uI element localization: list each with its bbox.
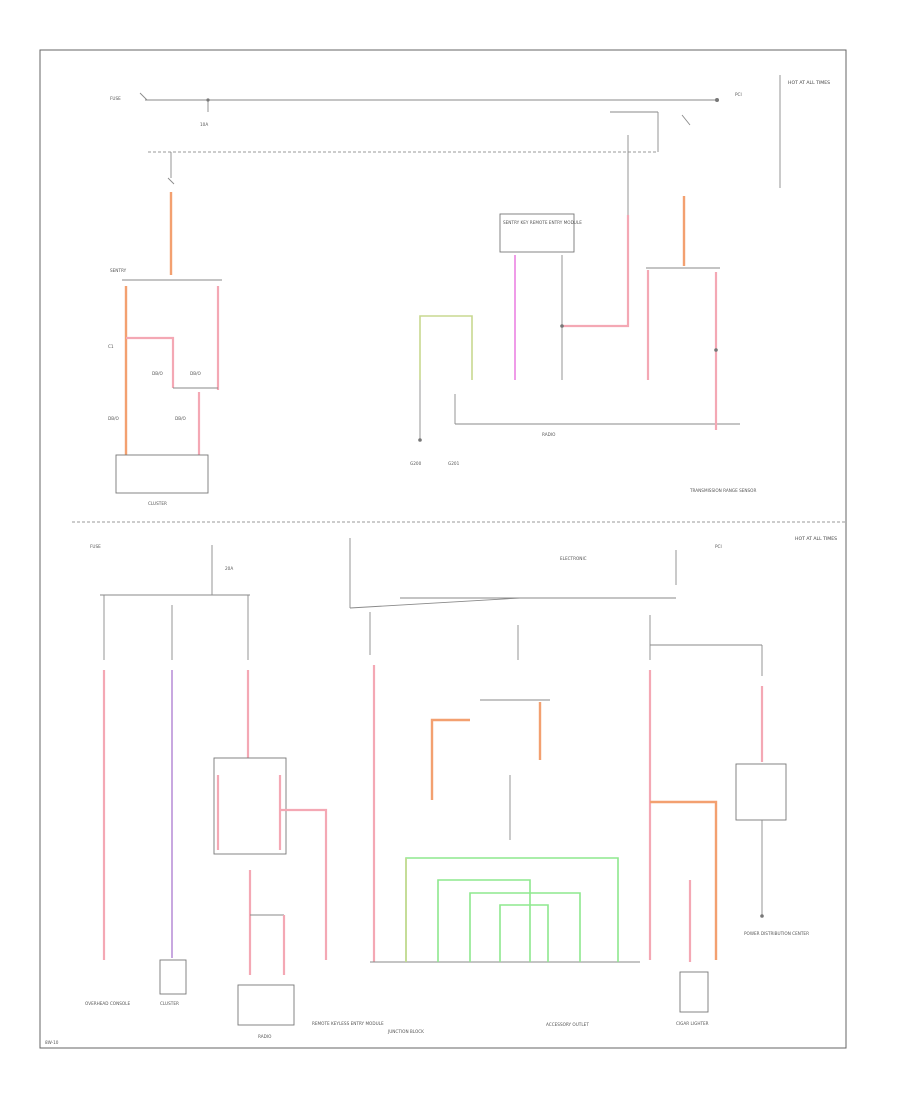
- diagram-frame: [39, 49, 847, 1049]
- svg-text:C1: C1: [108, 344, 114, 349]
- svg-text:DB/O: DB/O: [175, 416, 187, 421]
- svg-text:G201: G201: [448, 461, 460, 466]
- remote-keyless-label: REMOTE KEYLESS ENTRY MODULE: [312, 1021, 384, 1026]
- sentry-key-label: SENTRY KEY REMOTE ENTRY MODULE: [503, 220, 582, 225]
- hot-at-all-times-bottom: HOT AT ALL TIMES: [795, 536, 837, 542]
- cluster-bottom-label: CLUSTER: [160, 1001, 179, 1006]
- svg-text:G200: G200: [410, 461, 422, 466]
- overhead-console-label: OVERHEAD CONSOLE: [85, 1001, 130, 1006]
- svg-text:FUSE: FUSE: [90, 544, 101, 549]
- svg-text:PCI: PCI: [715, 544, 722, 549]
- cigar-lighter-label: CIGAR LIGHTER: [676, 1021, 709, 1026]
- cluster-top-label: CLUSTER: [148, 501, 167, 506]
- svg-text:FUSE: FUSE: [110, 96, 121, 101]
- svg-text:PCI: PCI: [735, 92, 742, 97]
- svg-text:DB/O: DB/O: [108, 416, 120, 421]
- top-section: FUSE 10A PCI HOT AT ALL TIMES CLUSTER SE…: [108, 75, 830, 506]
- svg-text:DB/O: DB/O: [152, 371, 164, 376]
- accessory-outlet-label: ACCESSORY OUTLET: [546, 1022, 589, 1027]
- svg-text:20A: 20A: [225, 566, 233, 571]
- junction-block-label: JUNCTION BLOCK: [387, 1029, 424, 1034]
- svg-text:SENTRY: SENTRY: [110, 268, 127, 273]
- sentry-key-module: [499, 213, 575, 253]
- bottom-section: FUSE 20A ELECTRONIC PCI HOT AT ALL TIMES…: [85, 536, 837, 1039]
- svg-text:ELECTRONIC: ELECTRONIC: [560, 556, 587, 561]
- hot-at-all-times-top: HOT AT ALL TIMES: [788, 80, 830, 86]
- svg-text:DB/O: DB/O: [190, 371, 202, 376]
- radio-bottom-label: RADIO: [258, 1034, 272, 1039]
- transmission-label: TRANSMISSION RANGE SENSOR: [689, 488, 756, 493]
- svg-text:10A: 10A: [200, 122, 208, 127]
- power-dist-bottom-label: POWER DISTRIBUTION CENTER: [744, 931, 809, 936]
- radio-top-label: RADIO: [542, 432, 556, 437]
- corner-code: 8W-10: [45, 1040, 59, 1045]
